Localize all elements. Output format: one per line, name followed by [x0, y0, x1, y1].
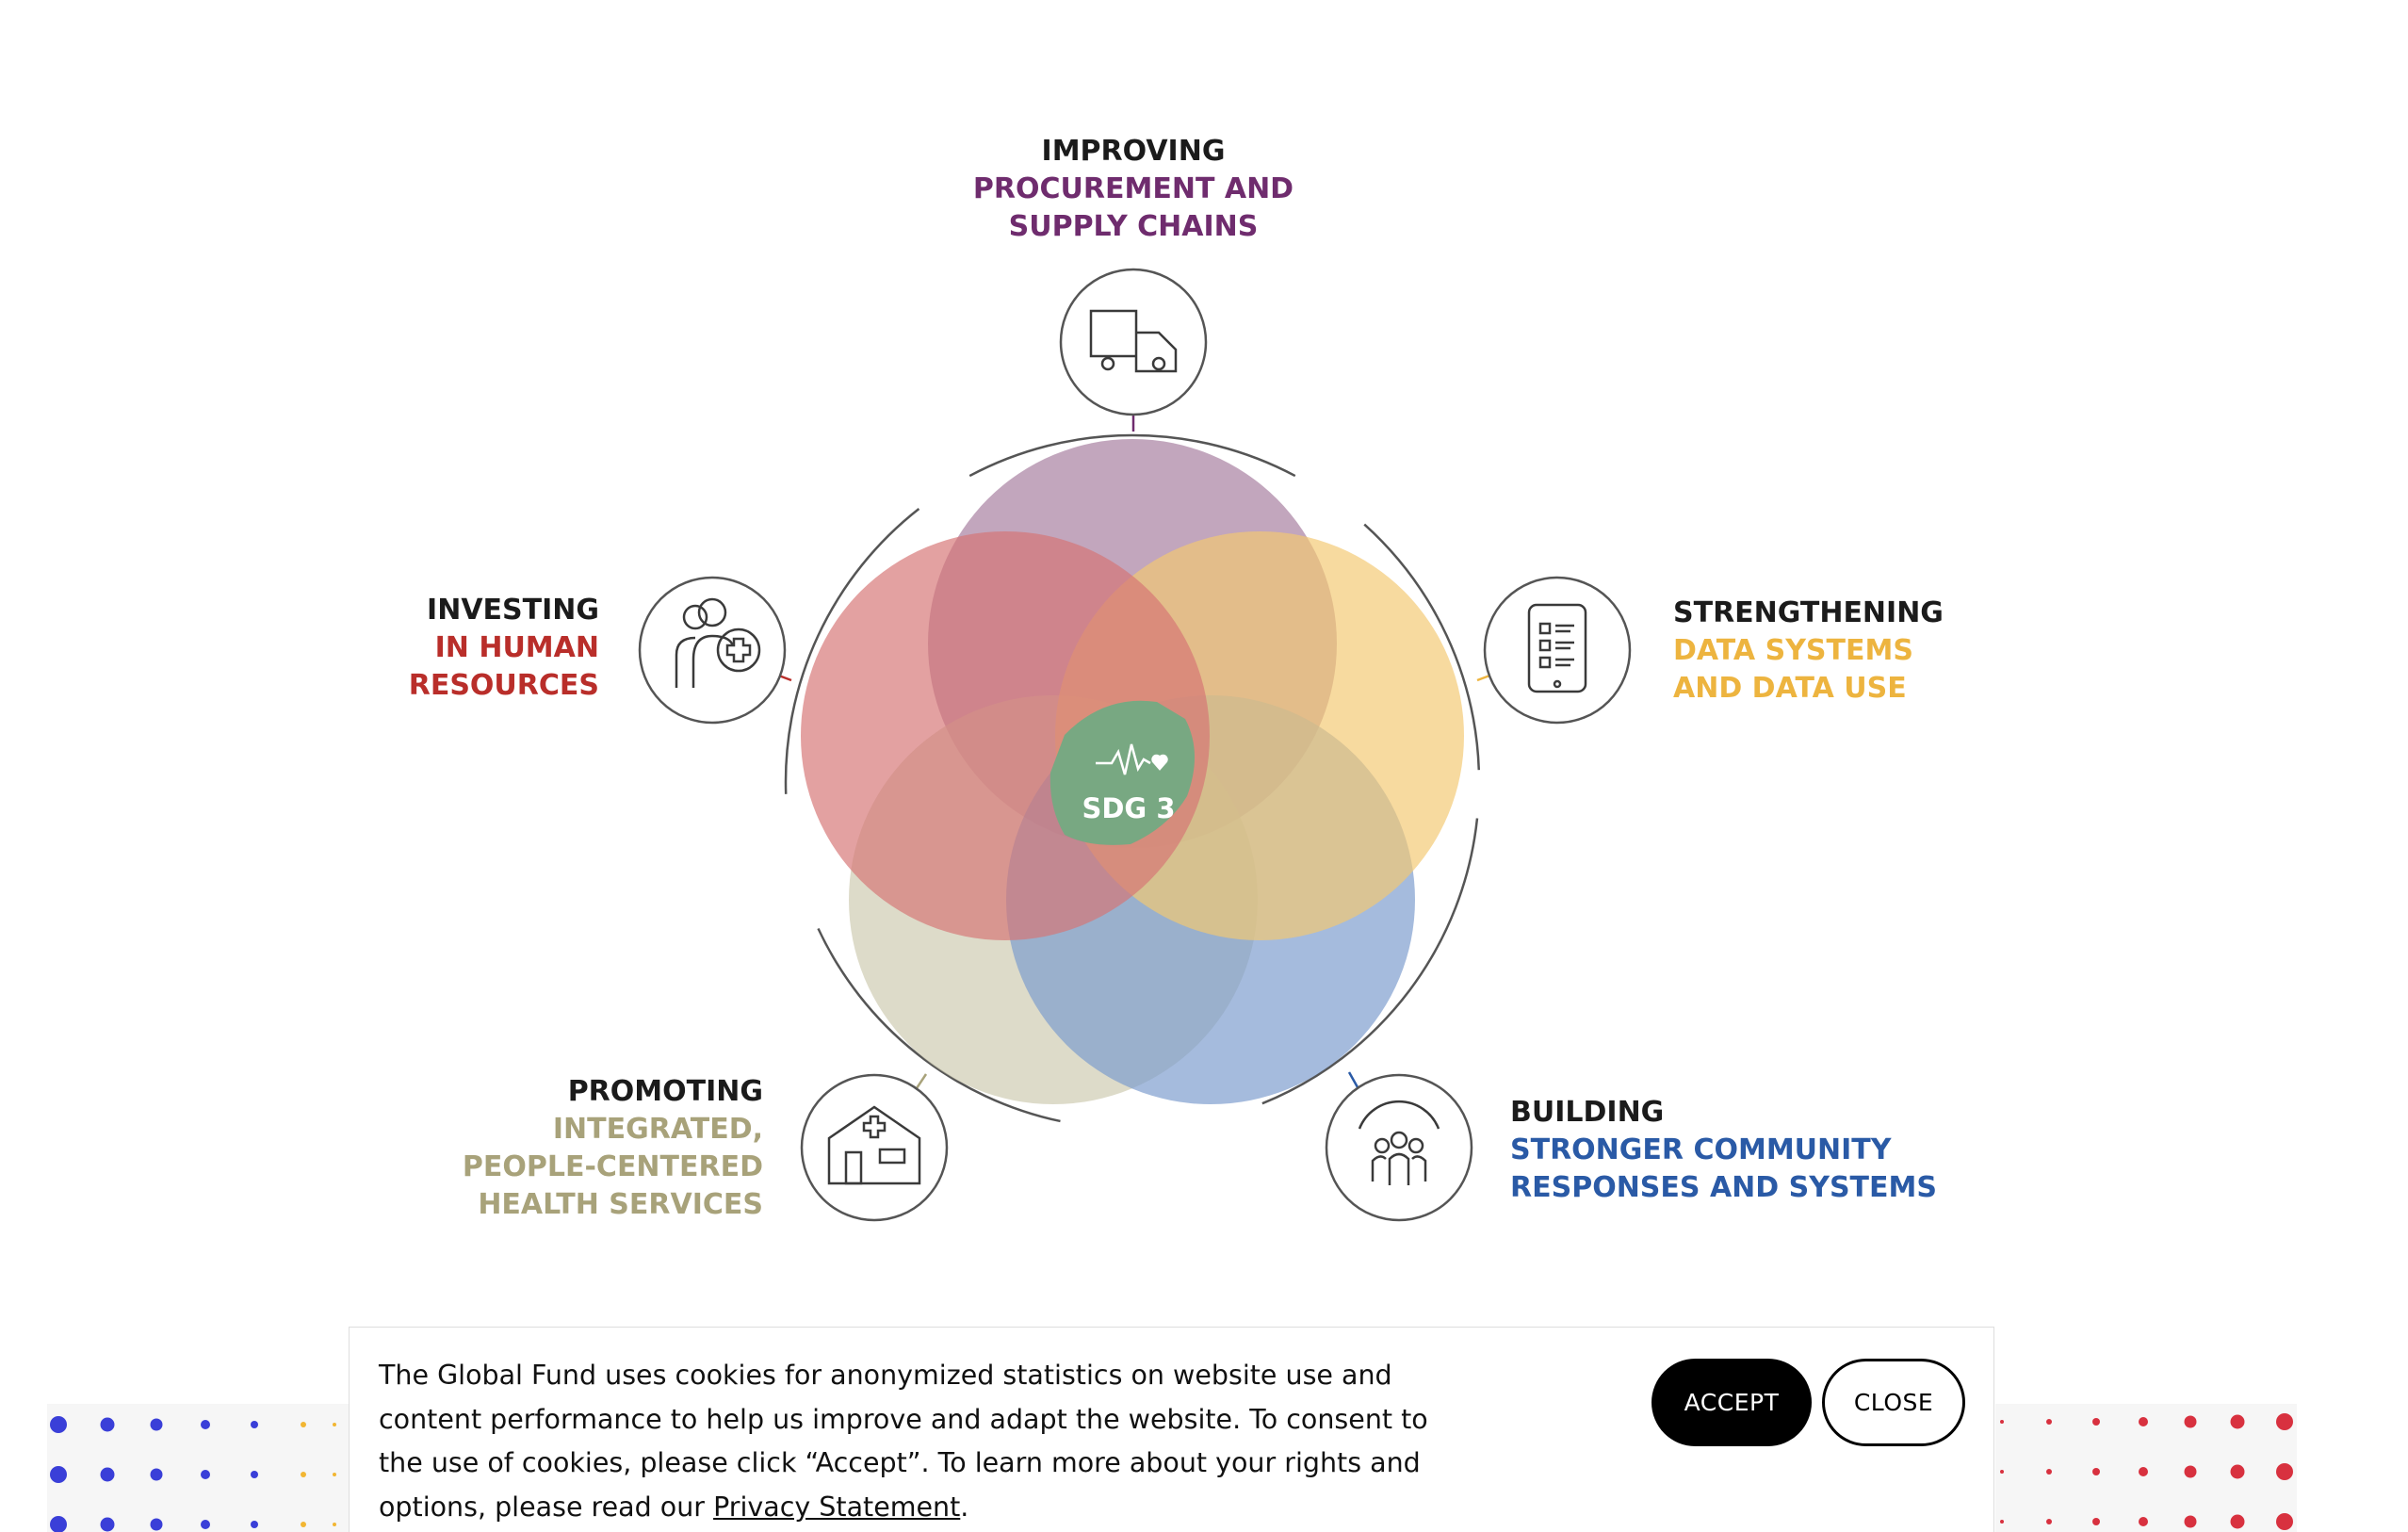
- decor-dot: [50, 1416, 67, 1433]
- decor-dot: [100, 1417, 115, 1432]
- close-button[interactable]: CLOSE: [1822, 1359, 1965, 1446]
- pillar-line-hr: RESOURCES: [409, 669, 599, 702]
- ring-arc-bottom-right: [1261, 818, 1479, 1105]
- decor-dot: [333, 1473, 336, 1476]
- cookie-banner: The Global Fund uses cookies for anonymi…: [349, 1327, 1994, 1532]
- pillar-line-procurement: SUPPLY CHAINS: [1009, 210, 1259, 243]
- decor-dot: [301, 1422, 306, 1427]
- pillar-line-hr: IN HUMAN: [435, 631, 599, 664]
- decor-dot: [2276, 1463, 2293, 1480]
- decor-dot: [251, 1421, 258, 1428]
- decor-dot: [301, 1522, 306, 1527]
- decor-dot: [50, 1466, 67, 1483]
- decor-dot: [150, 1518, 163, 1531]
- decor-dot: [150, 1468, 163, 1481]
- outer-ring: [784, 433, 1481, 1123]
- pillar-heading-services: PROMOTING: [568, 1075, 763, 1108]
- icon-circle-data: [1483, 576, 1632, 725]
- decor-dot: [2230, 1414, 2245, 1429]
- icon-circle-procurement: [1059, 268, 1208, 416]
- decor-dot: [2276, 1513, 2293, 1530]
- pillar-line-data: AND DATA USE: [1673, 672, 1907, 705]
- decor-dot: [2230, 1514, 2245, 1529]
- pillar-heading-community: BUILDING: [1510, 1096, 1664, 1129]
- decor-dot: [2139, 1417, 2148, 1426]
- pillar-line-services: PEOPLE-CENTERED: [463, 1150, 763, 1183]
- icon-circle-services: [800, 1073, 949, 1222]
- decor-dot: [333, 1523, 336, 1526]
- decor-dot: [2184, 1465, 2197, 1478]
- health-facility-icon: [827, 1105, 921, 1185]
- decor-dot: [2092, 1518, 2100, 1525]
- pillar-line-procurement: PROCUREMENT AND: [973, 172, 1293, 205]
- community-people-icon: [1358, 1100, 1440, 1185]
- heartbeat-icon: [1096, 743, 1168, 775]
- privacy-statement-link[interactable]: Privacy Statement: [713, 1491, 961, 1523]
- decor-dot: [2230, 1464, 2245, 1479]
- decor-dot: [100, 1517, 115, 1532]
- decor-dot: [2000, 1470, 2004, 1474]
- decor-dot: [2046, 1519, 2052, 1524]
- pillar-line-data: DATA SYSTEMS: [1673, 634, 1913, 667]
- tablet-checklist-icon: [1527, 603, 1587, 693]
- cookie-message: The Global Fund uses cookies for anonymi…: [379, 1354, 1443, 1529]
- cookie-text-trailing: .: [960, 1491, 969, 1523]
- decor-dot: [150, 1418, 163, 1431]
- decor-dot: [201, 1470, 210, 1479]
- decor-dot: [50, 1516, 67, 1532]
- pillar-heading-data: STRENGTHENING: [1673, 596, 1944, 629]
- health-workers-icon: [675, 597, 761, 688]
- decor-dot: [2000, 1420, 2004, 1424]
- cookie-text-line-4: options, please read our: [379, 1491, 714, 1523]
- pillar-line-services: HEALTH SERVICES: [478, 1188, 763, 1221]
- ring-arc-left: [784, 508, 920, 794]
- pillar-line-community: STRONGER COMMUNITY: [1510, 1133, 1893, 1166]
- cookie-text-line-1: The Global Fund uses cookies for anonymi…: [379, 1360, 1392, 1391]
- truck-icon: [1089, 309, 1178, 373]
- decor-dot: [2184, 1515, 2197, 1528]
- ring-arc-top: [968, 433, 1296, 478]
- ring-arc-right: [1363, 523, 1481, 771]
- decor-dot: [100, 1467, 115, 1482]
- ring-arc-bottom-left: [817, 927, 1061, 1123]
- decor-dot: [2092, 1418, 2100, 1426]
- left-dot-panel: [47, 1404, 353, 1532]
- decor-dot: [2092, 1468, 2100, 1475]
- decor-dot: [2139, 1467, 2148, 1476]
- left-dot-pattern: [50, 1416, 336, 1532]
- pillar-line-community: RESPONSES AND SYSTEMS: [1510, 1171, 1937, 1204]
- decor-dot: [2184, 1415, 2197, 1428]
- pillar-nodes: IMPROVING PROCUREMENT AND SUPPLY CHAINS STR…: [409, 135, 1944, 1222]
- sdg3-label: SDG 3: [1082, 792, 1175, 824]
- decor-dot: [251, 1471, 258, 1478]
- sdg3-center-shape: [1049, 700, 1196, 845]
- decor-dot: [2276, 1413, 2293, 1430]
- cookie-text-line-2: content performance to help us improve a…: [379, 1403, 1428, 1435]
- decor-dot: [2000, 1520, 2004, 1524]
- accept-button[interactable]: ACCEPT: [1651, 1359, 1812, 1446]
- decor-dot: [301, 1472, 306, 1477]
- cookie-text-line-3: the use of cookies, please click “Accept…: [379, 1447, 1421, 1478]
- pillar-heading-procurement: IMPROVING: [1042, 135, 1226, 168]
- decor-dot: [251, 1521, 258, 1528]
- decor-dot: [2139, 1517, 2148, 1526]
- decor-dot: [201, 1420, 210, 1429]
- decor-dot: [2046, 1419, 2052, 1425]
- pillar-line-services: INTEGRATED,: [553, 1113, 763, 1146]
- decor-dot: [333, 1423, 336, 1426]
- decor-dot: [2046, 1469, 2052, 1475]
- right-dot-pattern: [2000, 1413, 2293, 1530]
- pillar-heading-hr: INVESTING: [427, 594, 599, 627]
- decor-dot: [201, 1520, 210, 1529]
